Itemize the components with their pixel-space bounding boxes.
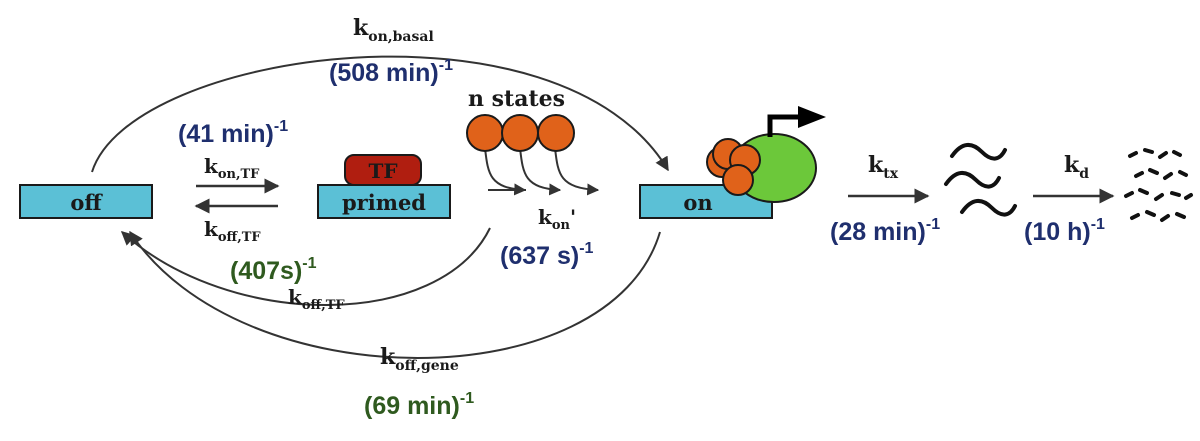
k-off-gene-label: koff,gene [380, 344, 459, 374]
state-transition-arrow [484, 147, 527, 196]
on-prime-rate-value: (637 s)-1 [500, 240, 594, 270]
bound-tf-circle [722, 164, 754, 196]
k-off-tf-lower-label: koff,TF [288, 285, 345, 313]
promoter-arrow-head [798, 106, 826, 128]
k-on-basal-label: kon,basal [353, 15, 434, 45]
n-states-label: n states [468, 86, 565, 112]
k-d-label: kd [1064, 152, 1089, 182]
k-off-tf-return-arc [120, 227, 491, 306]
n-states-transitions [484, 147, 600, 196]
k-on-tf-label: kon,TF [204, 154, 260, 182]
state-transition-arrow [519, 147, 562, 196]
k-on-basal-arc [91, 55, 669, 173]
k-off-tf-upper-label: koff,TF [204, 217, 261, 245]
on-tf-rate-value: (41 min)-1 [178, 118, 288, 148]
promoter-arrow-stem [767, 114, 800, 137]
state-circle [501, 114, 539, 152]
state-circle [537, 114, 575, 152]
mrna-icon [944, 143, 1017, 217]
off-label: off [70, 190, 103, 215]
on-label: on [683, 190, 712, 215]
on-state: on [639, 106, 826, 219]
primed-label: primed [342, 190, 426, 215]
state-transition-arrow [554, 147, 600, 196]
tf-label: TF [368, 159, 397, 183]
off-tf-rate-value: (407s)-1 [230, 255, 317, 285]
k-tx-label: ktx [868, 152, 899, 182]
k-on-prime-label: kon' [538, 205, 576, 233]
k-off-gene-return-arc [129, 230, 661, 359]
state-circle [466, 114, 504, 152]
off-gene-rate-value: (69 min)-1 [364, 390, 474, 420]
off-state: off [19, 184, 153, 219]
tf-protein [344, 154, 422, 186]
degraded-mrna-icon [1124, 148, 1193, 222]
tx-rate-value: (28 min)-1 [830, 216, 940, 246]
n-states-circles [466, 114, 575, 152]
basal-rate-value: (508 min)-1 [329, 57, 453, 87]
d-rate-value: (10 h)-1 [1024, 216, 1105, 246]
primed-state: TF primed [317, 154, 451, 219]
